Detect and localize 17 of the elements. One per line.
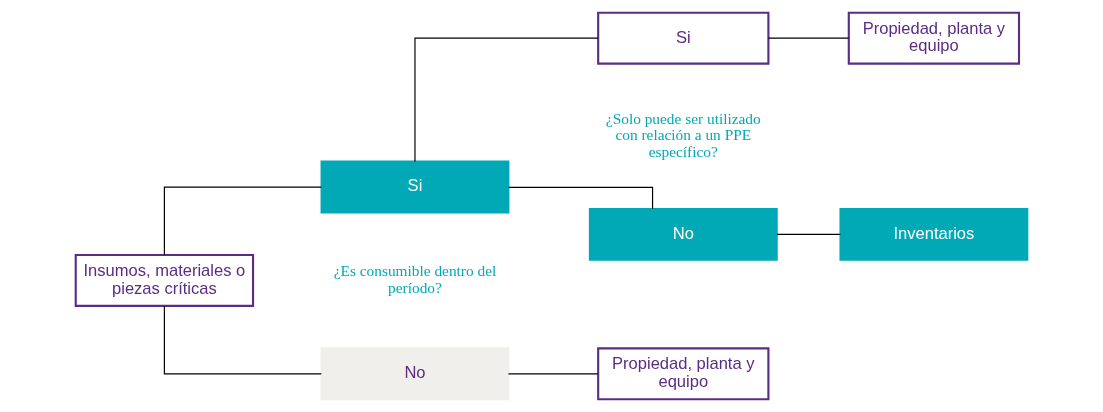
node-box: Insumos, materiales o piezas críticas	[74, 254, 255, 307]
node-box: No	[320, 347, 510, 401]
node-box: No	[588, 207, 778, 261]
node-box: Propiedad, planta y equipo	[847, 11, 1021, 65]
label: ¿Es consumible dentro del período?	[333, 262, 497, 296]
node-box: Propiedad, planta y equipo	[597, 347, 770, 401]
connector	[163, 186, 322, 256]
connector	[507, 186, 654, 210]
connector	[507, 373, 599, 375]
connector	[163, 305, 322, 375]
connector	[776, 233, 841, 235]
node-box: Si	[597, 11, 770, 65]
connector	[767, 37, 850, 39]
node-box: Inventarios	[839, 207, 1029, 261]
connector	[414, 37, 599, 163]
label: ¿Solo puede ser utilizado con relación a un PPE específico?	[605, 109, 761, 160]
node-box: Si	[320, 160, 510, 214]
